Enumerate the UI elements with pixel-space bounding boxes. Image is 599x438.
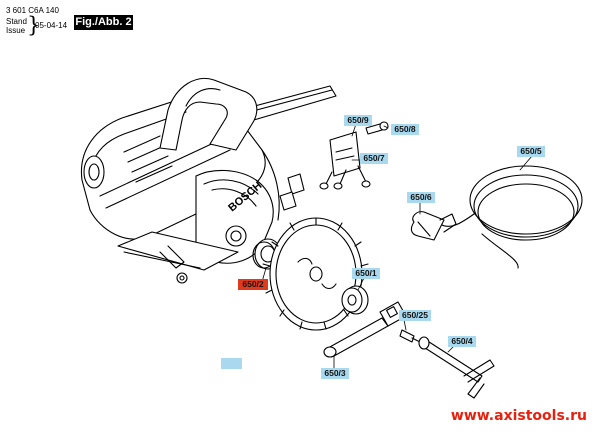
blank-callout-marker — [221, 358, 242, 369]
issue-label: Issue — [6, 26, 26, 35]
callout-650-4: 650/4 — [448, 336, 476, 347]
callout-650-2[interactable]: 650/2 — [238, 279, 268, 290]
t-wrench — [418, 336, 495, 399]
figure-label: Fig./Abb. 2 — [74, 15, 133, 30]
callout-650-3: 650/3 — [321, 368, 349, 379]
callout-650-8: 650/8 — [391, 124, 419, 135]
document-code: 3 601 C6A 140 — [6, 6, 59, 15]
issue-date: 05-04-14 — [35, 21, 68, 30]
callout-650-5: 650/5 — [517, 146, 545, 157]
outer-flange — [341, 285, 369, 315]
callout-650-7: 650/7 — [360, 153, 388, 164]
callout-650-1: 650/1 — [352, 268, 380, 279]
stand-label: Stand — [6, 17, 27, 26]
callout-650-9: 650/9 — [344, 115, 372, 126]
vacuum-adapter — [319, 131, 371, 190]
brace-glyph: } — [27, 13, 41, 37]
diamond-blade — [262, 217, 369, 331]
extraction-hose — [439, 165, 583, 269]
callout-650-6: 650/6 — [407, 192, 435, 203]
site-watermark: www.axistools.ru — [450, 408, 587, 424]
hose-nozzle — [410, 211, 457, 241]
saw-body — [80, 78, 305, 284]
screw — [399, 329, 421, 343]
callout-650-25: 650/25 — [399, 310, 431, 321]
